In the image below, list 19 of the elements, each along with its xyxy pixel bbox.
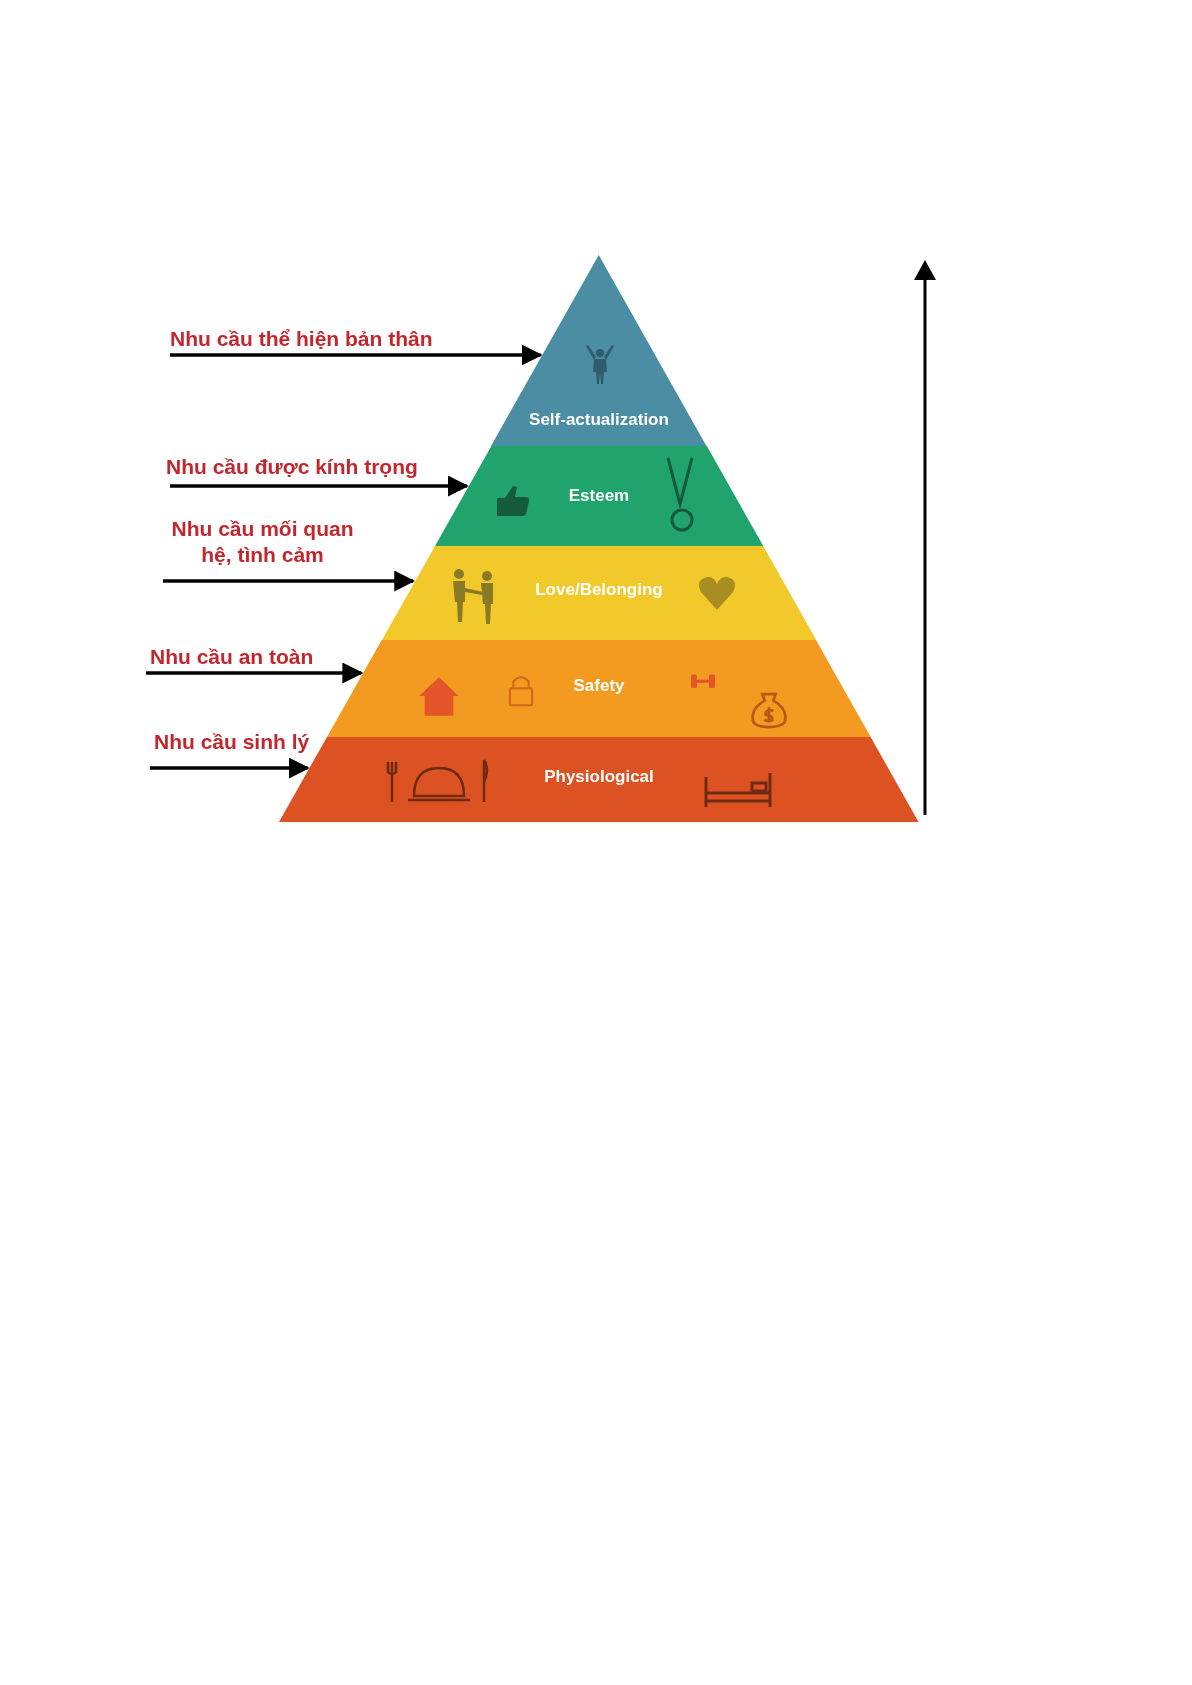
need-label: Nhu cầu được kính trọng xyxy=(166,454,418,480)
pyramid-level xyxy=(327,640,871,737)
level-title: Physiological xyxy=(544,767,654,787)
arrow xyxy=(170,475,469,497)
arrow xyxy=(146,662,364,684)
arrow xyxy=(170,344,543,366)
need-label: Nhu cầu mối quan hệ, tình cảm xyxy=(155,516,370,568)
need-label: Nhu cầu thể hiện bản thân xyxy=(170,326,433,352)
level-title: Self-actualization xyxy=(529,410,669,430)
need-label: Nhu cầu sinh lý xyxy=(154,729,310,755)
level-title: Love/Belonging xyxy=(535,580,663,600)
pyramid-level xyxy=(381,546,817,640)
level-title: Safety xyxy=(573,676,625,696)
arrow xyxy=(150,757,310,779)
arrow xyxy=(163,570,416,592)
pyramid-level xyxy=(434,446,764,546)
level-title: Esteem xyxy=(568,486,630,506)
need-label: Nhu cầu an toàn xyxy=(150,644,314,670)
pyramid-level xyxy=(491,255,707,446)
